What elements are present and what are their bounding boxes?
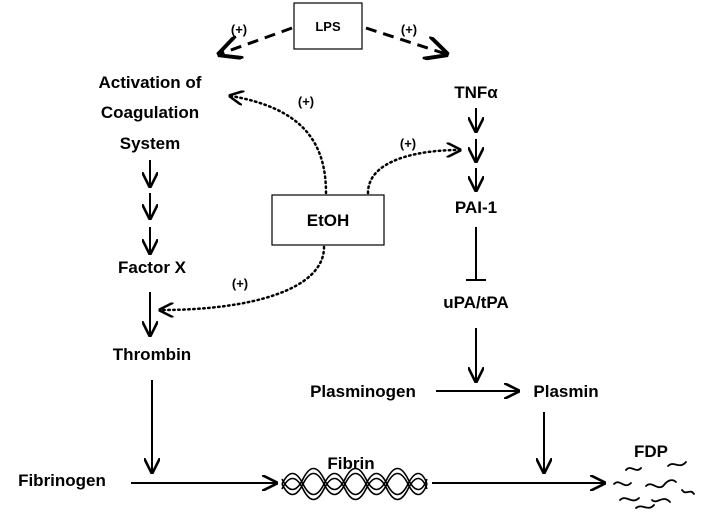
factor-x-label: Factor X (118, 258, 187, 277)
coag-label-line1: Activation of (99, 73, 202, 92)
tnf-label: TNFα (454, 83, 498, 102)
fibrin-label: Fibrin (327, 454, 374, 473)
etoh-label: EtOH (307, 211, 350, 230)
etoh-to-thrombin-step-dotted-arrow (161, 245, 326, 310)
upa-tpa-label: uPA/tPA (443, 293, 508, 312)
etoh-coag-plus: (+) (298, 94, 314, 109)
etoh-to-tnf-pathway-dotted-arrow (366, 150, 459, 195)
fdp-label: FDP (634, 442, 668, 461)
fdp-fragments-icon (613, 461, 695, 509)
lps-to-tnf-arrow (365, 26, 446, 54)
fibrinogen-label: Fibrinogen (18, 471, 106, 490)
lps-box (293, 2, 363, 50)
pai1-label: PAI-1 (455, 198, 497, 217)
plasmin-label: Plasmin (533, 382, 598, 401)
lps-tnf-plus: (+) (401, 22, 417, 37)
coag-label-line2: Coagulation (101, 103, 199, 122)
lps-to-coag-arrow (220, 26, 293, 54)
thrombin-label: Thrombin (113, 345, 191, 364)
plasminogen-label: Plasminogen (310, 382, 416, 401)
etoh-to-coag-dotted-arrow (231, 96, 328, 195)
etoh-box (271, 194, 385, 246)
lps-label: LPS (315, 19, 341, 34)
etoh-tnf-plus: (+) (400, 136, 416, 151)
etoh-thrombin-plus: (+) (232, 276, 248, 291)
fibrin-helix-icon (281, 467, 428, 501)
coag-label-line3: System (120, 134, 180, 153)
lps-coag-plus: (+) (231, 22, 247, 37)
